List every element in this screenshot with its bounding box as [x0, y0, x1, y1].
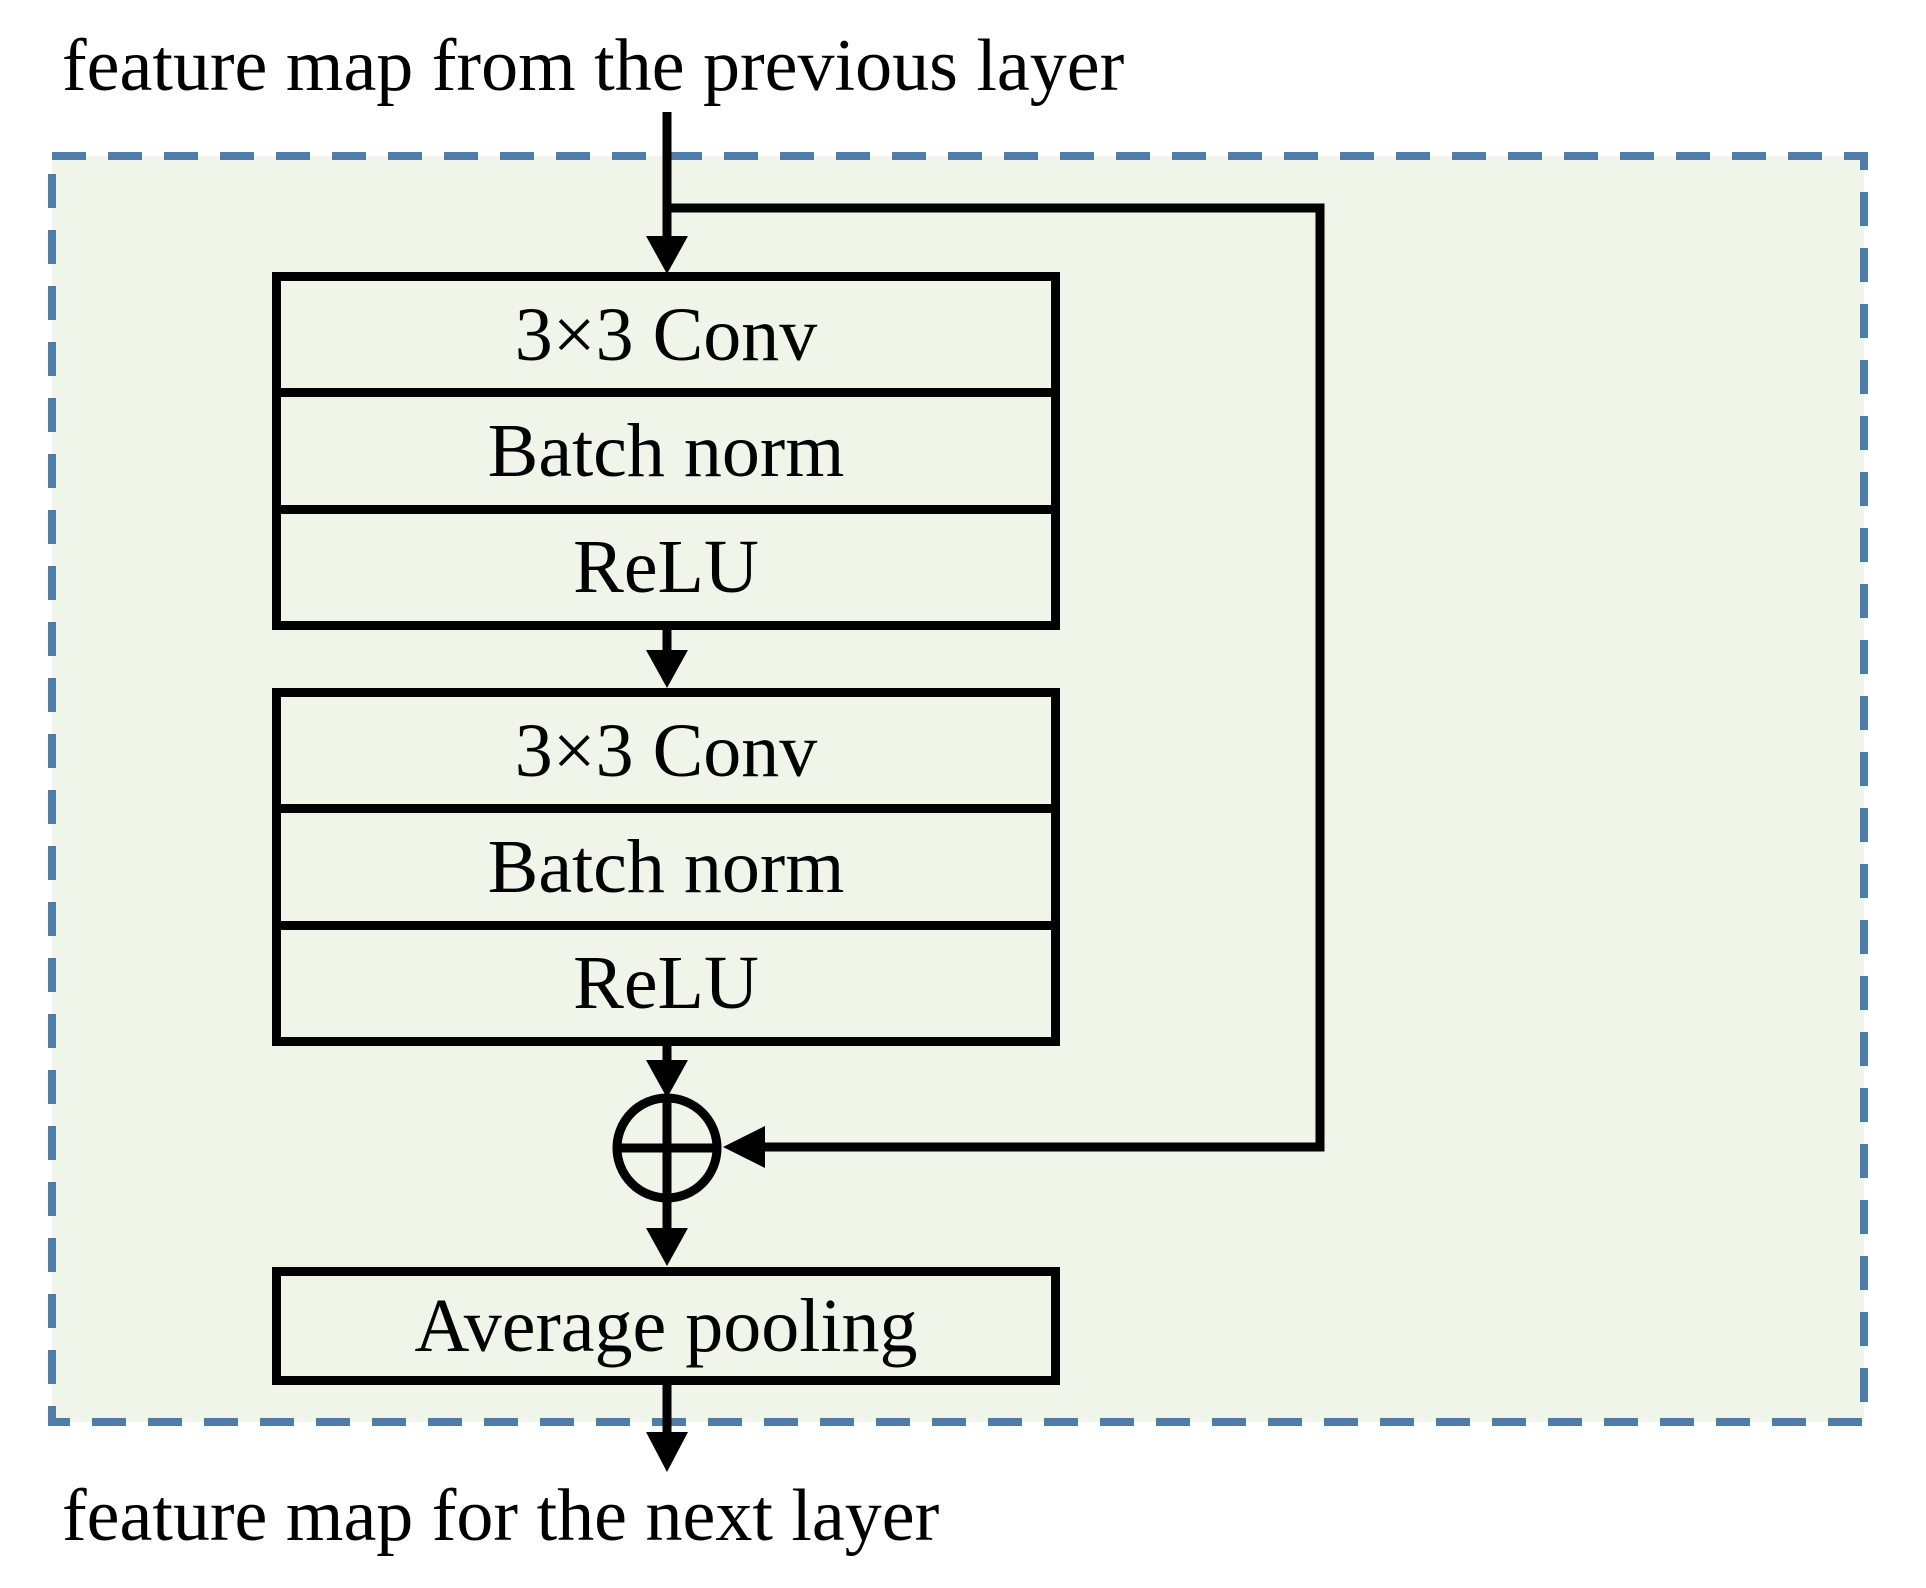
conv-layer-label: 3×3 Conv	[281, 281, 1051, 398]
merge-to-pooling-arrow	[646, 1198, 688, 1266]
output-caption: feature map for the next layer	[62, 1475, 940, 1557]
skip-connection-arrow	[667, 203, 1325, 1168]
conv-group-1: 3×3 Conv Batch norm ReLU	[272, 272, 1060, 630]
average-pooling-label: Average pooling	[414, 1284, 918, 1368]
output-arrow	[646, 1385, 688, 1472]
relu-label: ReLU	[573, 525, 759, 610]
batch-norm-label: Batch norm	[281, 813, 1051, 930]
input-arrow	[646, 112, 688, 274]
relu-label: ReLU	[573, 941, 759, 1026]
input-caption: feature map from the previous layer	[62, 25, 1125, 107]
conv-group-2: 3×3 Conv Batch norm ReLU	[272, 688, 1060, 1046]
group2-to-merge-arrow	[646, 1046, 688, 1098]
group1-to-group2-arrow	[646, 630, 688, 688]
merge-plus-icon	[612, 1093, 722, 1203]
average-pooling-box: Average pooling	[272, 1267, 1060, 1385]
batch-norm-label: Batch norm	[281, 397, 1051, 514]
conv-layer-label: 3×3 Conv	[281, 697, 1051, 814]
